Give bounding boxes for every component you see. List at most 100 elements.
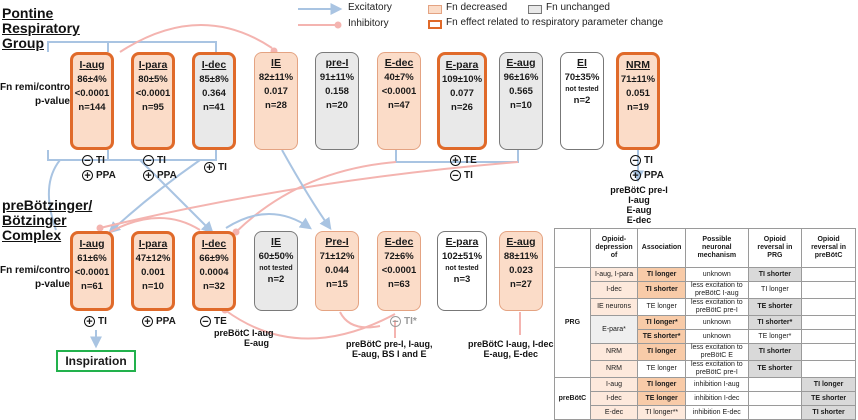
prg-ipara-p: <0.0001 [135,88,171,99]
prebotc-iaug-name: I-aug [79,238,105,250]
prg-ipara-effect-1: TI [157,155,166,166]
prebotc-ipara-effect-label: PPA [156,316,176,327]
prg-edec-n: n=47 [388,100,410,111]
table-cell: TI longer [637,343,687,361]
nrm-targets: preBötC pre-I I-aug E-aug E-dec [606,185,672,225]
minus-icon: − [82,154,93,166]
table-cell: TI longer [801,377,856,392]
table-cell: I-dec [589,281,639,299]
prg-idec-pct: 85±8% [199,74,229,85]
prebotc-ie-n: n=2 [267,274,285,285]
table-group-prebotc: preBötC [554,377,591,420]
table-cell: IE neurons [589,298,639,316]
table-header-reversal-prg: Opioid reversal in PRG [747,228,803,268]
prebotc-prei-p: 0.044 [325,265,349,276]
edec-target-1: preBötC pre-I, I-aug, [346,339,433,349]
legend-decreased-swatch [428,5,442,14]
plus-icon: + [630,169,641,181]
prg-iaug-effects: −TI +PPA [82,153,116,183]
prg-eaug-name: E-aug [506,57,536,69]
prebotc-box-eaug: E-aug 88±11% 0.023 n=27 [499,231,543,311]
prebotc-eaug-name: E-aug [506,236,536,248]
table-cell: E-para* [589,315,639,344]
prg-idec-name: I-dec [201,59,227,71]
prebotc-box-iaug: I-aug 61±6% <0.0001 n=61 [70,231,114,311]
prebotc-title-line-3: Complex [2,227,62,243]
prebotc-epara-name: E-para [445,236,479,248]
prg-ie-name: IE [271,57,281,69]
prg-box-nrm: NRM 71±11% 0.051 n=19 [616,52,660,150]
prebotc-edec-effect-label: TI* [404,316,417,327]
prebotc-box-prei: Pre-I 71±12% 0.044 n=15 [315,231,359,311]
prebotc-box-ipara: I-para 47±12% 0.001 n=10 [131,231,175,311]
table-cell: TE longer [637,391,687,406]
prg-inhibitory-arc [119,24,273,53]
table-cell [801,343,856,361]
prg-iaug-effect-1: TI [96,155,105,166]
prg-top-bracket [47,41,217,52]
prg-prei-p: 0.158 [325,86,349,97]
prg-nrm-effects: −TI +PPA [630,153,664,183]
prebotc-epara-pct: 102±51% [441,251,483,262]
prg-prei-n: n=20 [326,100,348,111]
prg-epara-p: 0.077 [450,88,474,99]
table-cell: unknown [685,315,749,330]
prebotc-box-edec: E-dec 72±6% <0.0001 n=63 [377,231,421,311]
prebotc-ipara-pct: 47±12% [135,253,171,264]
prebotc-box-epara: E-para 102±51% not tested n=3 [437,231,487,311]
table-cell: NRM [589,343,639,361]
prebotc-ie-p: not tested [259,265,293,272]
nrm-target-1: preBötC pre-I [610,185,668,195]
table-cell: TE longer* [747,329,803,344]
prebotc-iaug-p: <0.0001 [74,267,110,278]
prebotc-edec-n: n=63 [388,279,410,290]
prg-ipara-pct: 80±5% [138,74,168,85]
prebotc-idec-name: I-dec [201,238,227,250]
prebotc-edec-pct: 72±6% [384,251,414,262]
table-cell [801,298,856,316]
minus-icon: − [630,154,641,166]
prebotc-epara-p: not tested [445,265,479,272]
table-cell [801,360,856,378]
table-cell: TE shorter [801,391,856,406]
table-cell: I-dec [589,391,639,406]
prebotc-idec-effect: −TE [200,314,227,329]
table-cell: TE shorter [747,360,803,378]
table-cell: TI shorter* [747,315,803,330]
nrm-target-2: I-aug [628,195,650,205]
prg-nrm-p: 0.051 [626,88,650,99]
table-cell [801,267,856,282]
prebotc-idec-n: n=32 [203,281,225,292]
table-cell: TI longer [747,281,803,299]
prg-ei-name: EI [577,57,587,69]
legend-unchanged: Fn unchanged [546,2,610,13]
prg-title-line-1: Pontine [2,5,54,21]
prebotc-box-ie: IE 60±50% not tested n=2 [254,231,298,311]
table-row: NRM TI longer less excitation to preBötC… [555,343,856,361]
prebotc-eaug-n: n=27 [510,279,532,290]
prg-iaug-pct: 86±4% [77,74,107,85]
prebotc-title-line-1: preBötzinger/ [2,197,93,213]
plus-icon: + [450,154,461,166]
edec-targets: preBötC pre-I, I-aug, E-aug, BS I and E [346,339,433,359]
table-cell: TI shorter [747,343,803,361]
table-header-empty-1 [554,228,591,268]
prg-prei-pct: 91±11% [319,72,355,83]
plus-icon: + [143,169,154,181]
prg-idec-effect-1: TI [218,162,227,173]
association-table: Opioid-depression of Association Possibl… [554,228,856,420]
prebotc-iaug-n: n=61 [81,281,103,292]
prebotc-bottom-arc [224,309,396,340]
table-cell: TE shorter [747,298,803,316]
table-cell: TI longer* [637,315,687,330]
prebotc-iaug-effect: +TI [84,314,107,329]
table-cell: TE longer [637,298,687,316]
prebotc-prei-pct: 71±12% [319,251,355,262]
prg-ie-p: 0.017 [264,86,288,97]
prg-edec-name: E-dec [384,57,414,69]
legend-excitatory: Excitatory [348,2,392,13]
table-cell [747,391,803,406]
legend-effect-swatch [428,20,442,29]
prebotc-edec-effect: −TI* [390,314,417,329]
prebotc-idec-effect-label: TE [214,316,227,327]
